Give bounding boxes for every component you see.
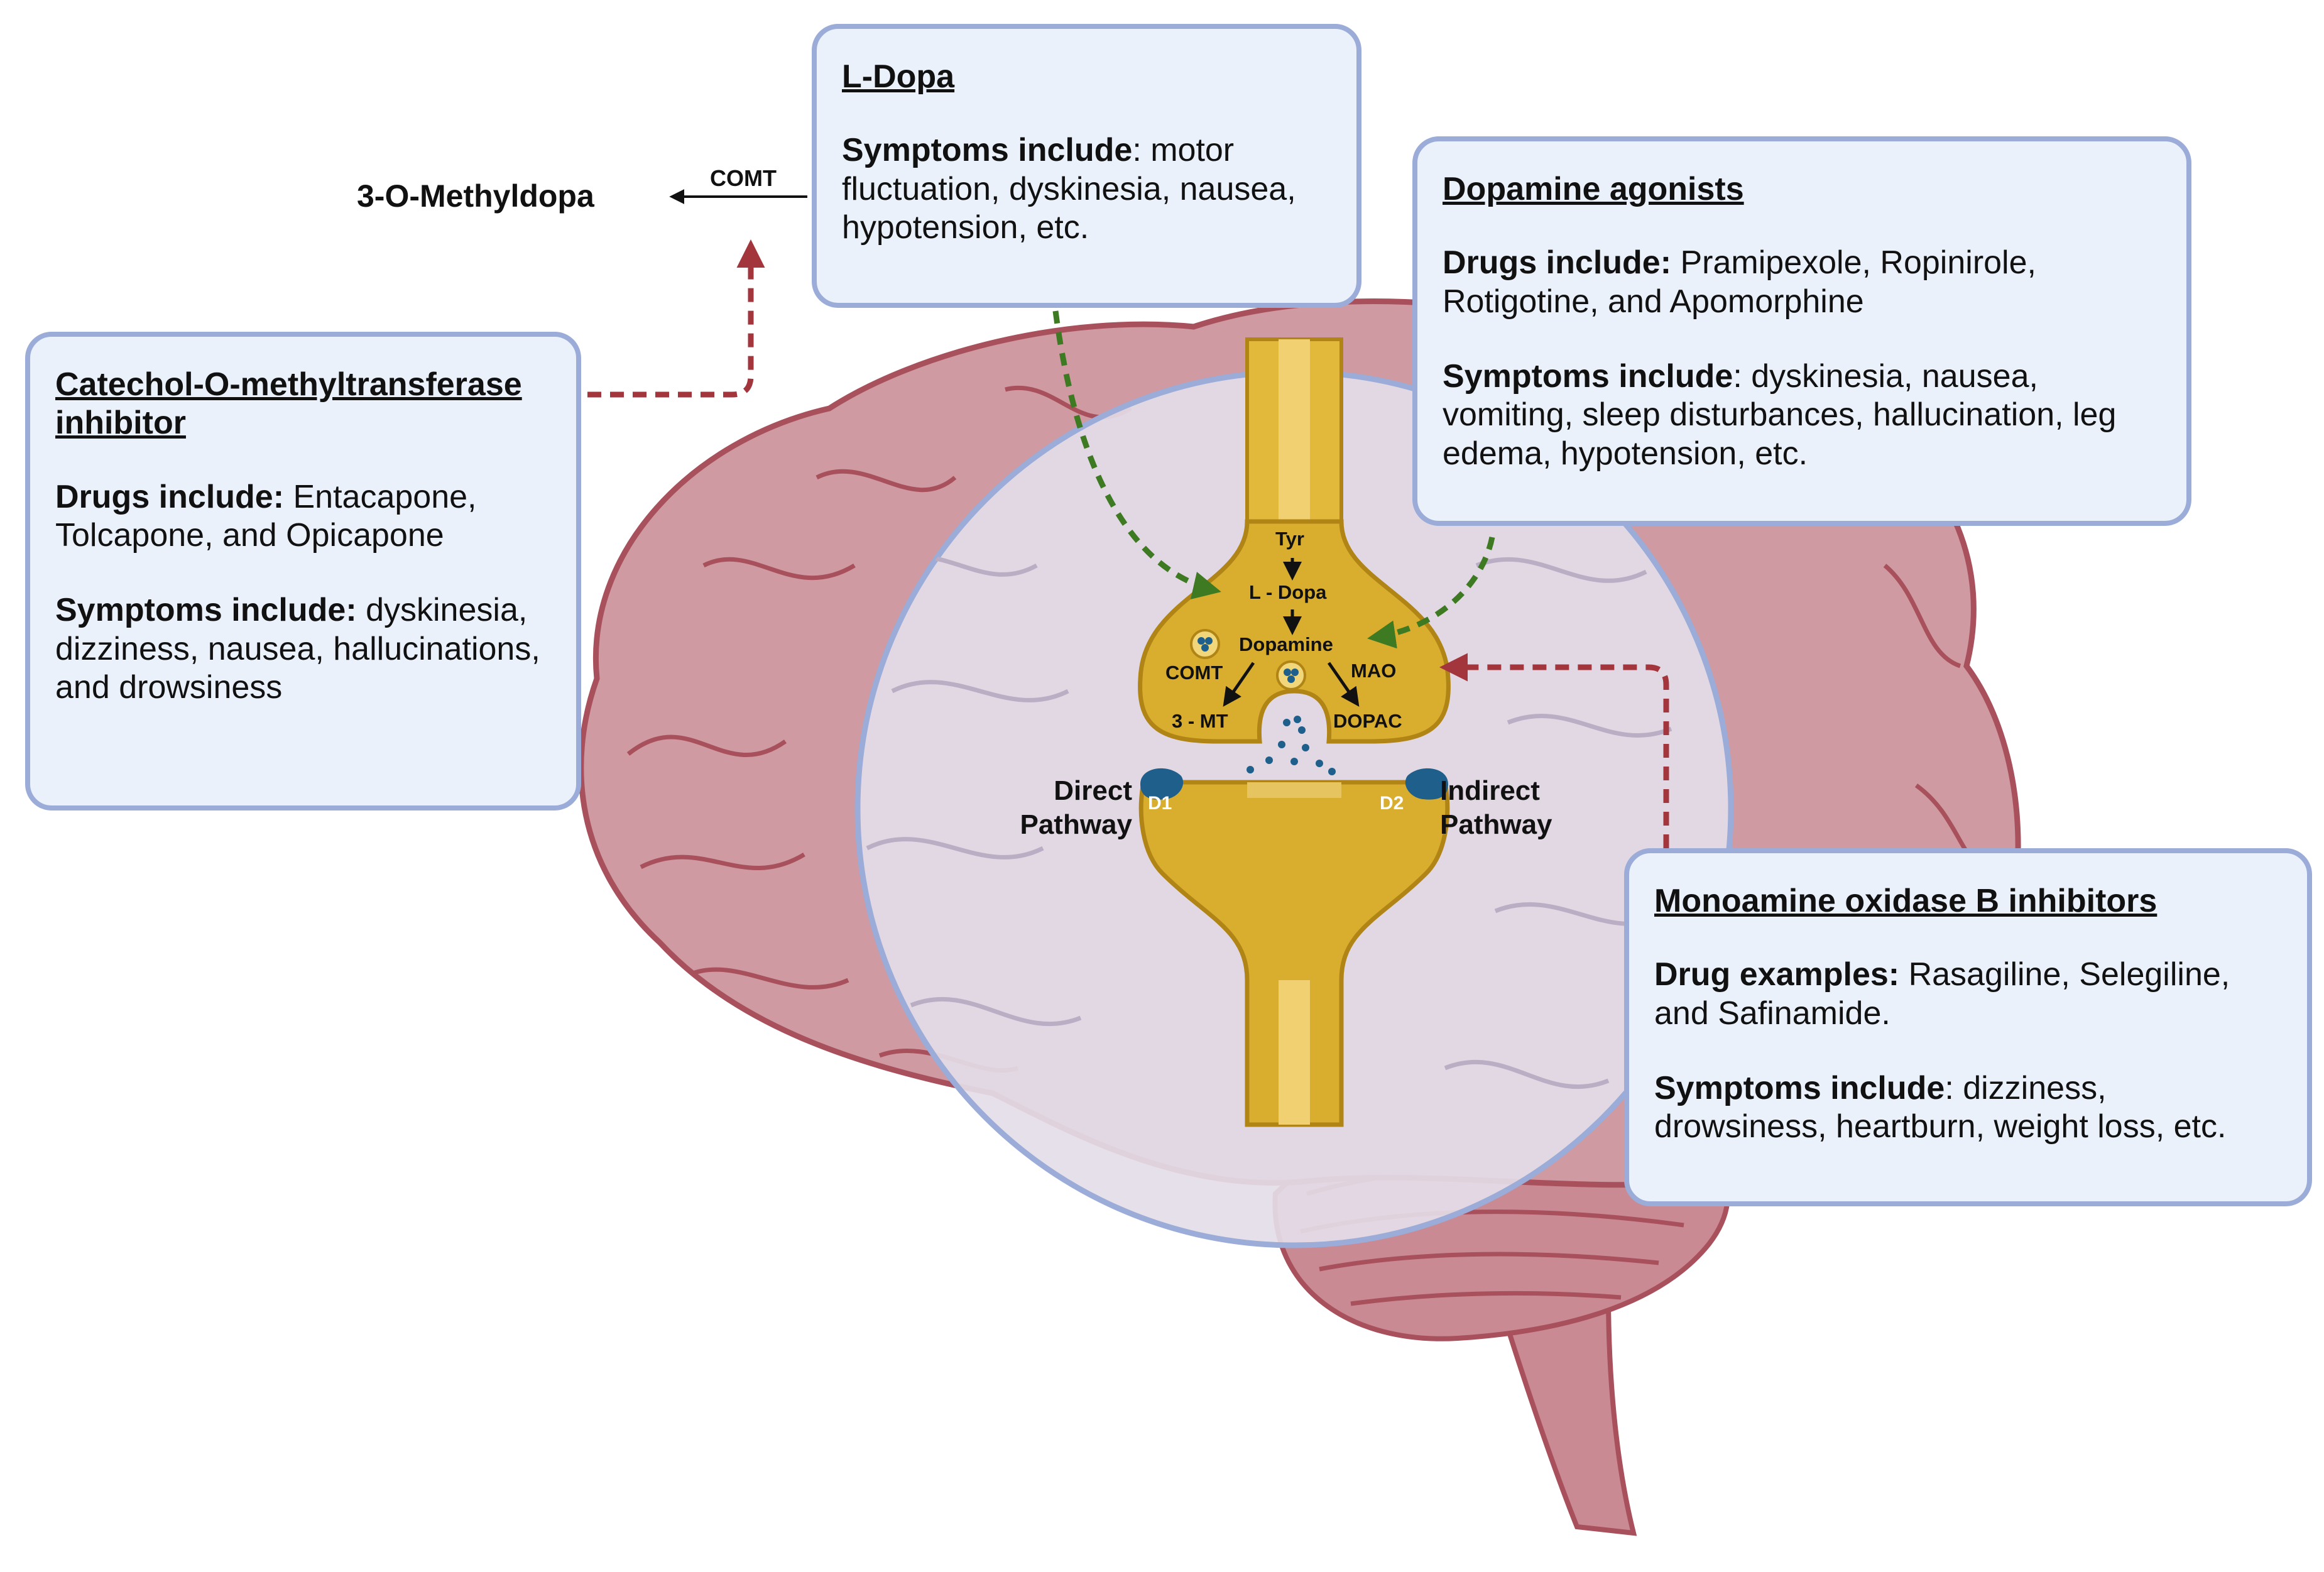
maob-symptoms-text: : dizziness, drowsiness, heartburn, weig…	[1654, 1070, 2227, 1145]
maob-drugs-text: Rasagiline, Selegiline, and Safinamide.	[1654, 956, 2230, 1032]
agonist-title: Dopamine agonists	[1443, 171, 1744, 207]
ldopa-dashed-arrow	[1052, 310, 1221, 599]
agonist-symptoms-label: Symptoms include	[1443, 358, 1733, 395]
d2-receptor	[1405, 768, 1448, 800]
direct-line1: Direct	[1054, 775, 1132, 806]
maob-dashed-arrow	[1439, 653, 1669, 848]
ldopa-symptoms: Symptoms include: motor fluctuation, dys…	[842, 131, 1333, 247]
label-dopamine: Dopamine	[1239, 633, 1333, 655]
maob-drugs: Drug examples: Rasagiline, Selegiline, a…	[1654, 956, 2283, 1033]
label-3mt: 3 - MT	[1172, 710, 1228, 732]
maob-symptoms-label: Symptoms include	[1654, 1070, 1945, 1107]
ldopa-box: L-Dopa Symptoms include: motor fluctuati…	[812, 24, 1361, 308]
label-mao: MAO	[1351, 660, 1397, 682]
maob-inhibitor-box: Monoamine oxidase B inhibitors Drug exam…	[1624, 848, 2312, 1206]
agonist-drugs-label: Drugs include:	[1443, 244, 1672, 281]
label-d1: D1	[1148, 793, 1172, 814]
ldopa-symptoms-text: : motor fluctuation, dyskinesia, nausea,…	[842, 132, 1296, 246]
comt-drugs-label: Drugs include:	[55, 478, 285, 515]
direct-pathway-label: Direct Pathway	[1013, 774, 1132, 842]
label-dopac: DOPAC	[1333, 710, 1402, 732]
agonist-drugs-text: Pramipexole, Ropinirole, Rotigotine, and…	[1443, 244, 2036, 320]
label-ldopa: L - Dopa	[1249, 581, 1327, 603]
label-tyr: Tyr	[1275, 528, 1304, 550]
dopamine-agonists-box: Dopamine agonists Drugs include: Pramipe…	[1412, 136, 2191, 526]
comt-enzyme-label: COMT	[710, 165, 777, 191]
comt-drugs: Drugs include: Entacapone, Tolcapone, an…	[55, 478, 552, 555]
postsynaptic-neuron	[1138, 780, 1450, 1127]
maob-symptoms: Symptoms include: dizziness, drowsiness,…	[1654, 1069, 2283, 1147]
dopamine-vesicles	[1190, 629, 1336, 775]
agonist-dashed-arrow	[1367, 537, 1495, 649]
metabolite-label: 3-O-Methyldopa	[357, 178, 594, 214]
brainstem	[1492, 1285, 1637, 1536]
indirect-line1: Indirect	[1440, 775, 1540, 806]
comt-drugs-text: Entacapone, Tolcapone, and Opicapone	[55, 478, 477, 554]
maob-title: Monoamine oxidase B inhibitors	[1654, 883, 2158, 919]
maob-drugs-label: Drug examples:	[1654, 956, 1900, 993]
agonist-symptoms: Symptoms include: dyskinesia, nausea, vo…	[1443, 358, 2163, 473]
direct-line2: Pathway	[1020, 809, 1132, 841]
comt-symptoms-label: Symptoms include:	[55, 592, 357, 629]
metabolic-arrows	[1223, 558, 1360, 707]
ldopa-symptoms-label: Symptoms include	[842, 132, 1133, 169]
agonist-drugs: Drugs include: Pramipexole, Ropinirole, …	[1443, 244, 2163, 321]
comt-inhibitor-dashed-arrow	[587, 239, 765, 398]
d1-receptor	[1140, 768, 1184, 800]
comt-box-title: Catechol-O-methyltransferase inhibitor	[55, 366, 522, 442]
indirect-pathway-label: Indirect Pathway	[1440, 774, 1552, 842]
label-comt-synapse: COMT	[1165, 662, 1223, 684]
comt-inhibitor-box: Catechol-O-methyltransferase inhibitor D…	[25, 332, 581, 811]
agonist-symptoms-text: : dyskinesia, nausea, vomiting, sleep di…	[1443, 358, 2117, 472]
label-d2: D2	[1380, 793, 1404, 814]
circle-gyri	[866, 554, 1672, 1089]
ldopa-title: L-Dopa	[842, 58, 955, 95]
comt-symptoms-text: dyskinesia, dizziness, nausea, hallucina…	[55, 592, 540, 706]
comt-symptoms: Symptoms include: dyskinesia, dizziness,…	[55, 591, 552, 707]
indirect-line2: Pathway	[1440, 809, 1552, 841]
